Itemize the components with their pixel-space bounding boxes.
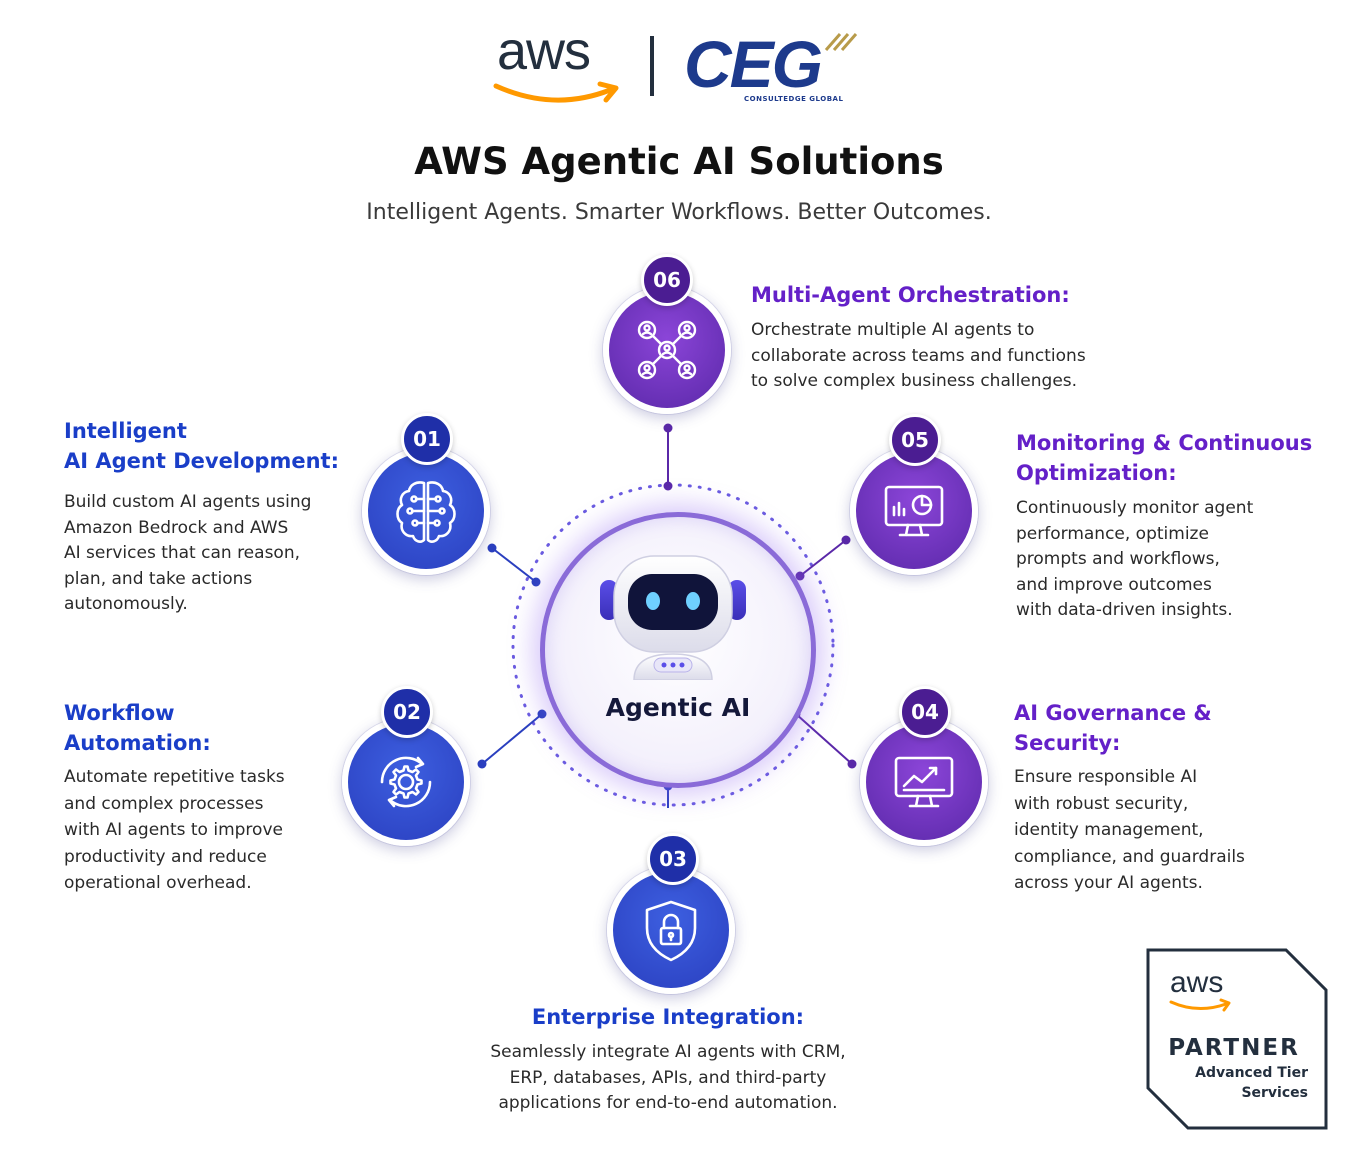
partner-tier-line1: Advanced Tier — [1195, 1065, 1308, 1081]
aws-logo: aws — [497, 21, 591, 81]
node-03-badge: 03 — [647, 833, 699, 885]
item-05-title-line1: Monitoring & Continuous — [1016, 431, 1313, 455]
dashboard-monitor-icon — [884, 485, 944, 537]
item-02-desc-line: operational overhead. — [64, 873, 252, 893]
item-05-desc-line: performance, optimize — [1016, 523, 1209, 544]
spokes — [481, 428, 853, 808]
item-02-desc-line: productivity and reduce — [64, 846, 267, 867]
page-title: AWS Agentic AI Solutions — [414, 140, 944, 183]
item-01-title-line1: Intelligent — [64, 419, 187, 443]
item-01-desc-line: Amazon Bedrock and AWS — [64, 517, 289, 538]
item-05-desc-line: Continuously monitor agent — [1016, 498, 1254, 518]
item-04-desc-line: with robust security, — [1014, 793, 1189, 814]
ceg-logo: CEG — [684, 27, 823, 101]
item-06-desc-line: to solve complex business challenges. — [751, 371, 1078, 391]
partner-aws-smile-icon — [1169, 998, 1231, 1012]
logo-divider — [650, 36, 654, 96]
item-03-title: Enterprise Integration: — [531, 1005, 805, 1029]
item-02-desc-line: and complex processes — [64, 793, 264, 814]
item-01-desc-line: plan, and take actions — [64, 568, 253, 589]
ceg-tagline: CONSULTEDGE GLOBAL — [744, 95, 844, 103]
node-04-badge: 04 — [899, 686, 951, 738]
node-03-circle — [607, 866, 735, 994]
partner-tier: Advanced Tier Services — [1150, 1063, 1308, 1103]
item-03-desc-line: applications for end-to-end automation. — [498, 1093, 838, 1113]
aws-smile-icon — [493, 81, 619, 103]
item-05-desc-line: prompts and workflows, — [1016, 549, 1220, 569]
partner-aws-logo: aws — [1170, 966, 1224, 999]
node-05-circle — [850, 447, 978, 575]
page-subtitle: Intelligent Agents. Smarter Workflows. B… — [366, 200, 992, 225]
item-05-desc-line: with data-driven insights. — [1016, 600, 1233, 620]
spoke-dots — [477, 423, 857, 791]
item-01-desc-line: Build custom AI agents using — [64, 492, 312, 512]
item-04-desc-line: across your AI agents. — [1014, 873, 1203, 893]
item-02-desc: Automate repetitive tasks and complex pr… — [64, 764, 285, 897]
item-06-desc-line: collaborate across teams and functions — [751, 345, 1086, 366]
monitor-chart-icon — [894, 756, 954, 808]
agent-network-icon — [637, 320, 697, 380]
node-02-badge: 02 — [381, 686, 433, 738]
item-01-text: Intelligent AI Agent Development: Build … — [64, 416, 339, 618]
item-02-title-line2: Automation: — [64, 731, 211, 755]
shield-lock-icon — [645, 900, 697, 962]
hub-label: Agentic AI — [605, 693, 751, 722]
item-04-desc-line: identity management, — [1014, 820, 1204, 840]
item-04-title-line1: AI Governance & — [1014, 701, 1212, 725]
item-01-desc-line: autonomously. — [64, 594, 188, 614]
item-05-desc-line: and improve outcomes — [1016, 574, 1212, 595]
item-04-title-line2: Security: — [1014, 731, 1121, 755]
item-03-desc: Seamlessly integrate AI agents with CRM,… — [418, 1040, 918, 1117]
item-04-desc-line: Ensure responsible AI — [1014, 767, 1198, 787]
item-02-desc-line: Automate repetitive tasks — [64, 767, 285, 787]
robot-icon — [600, 555, 746, 680]
item-05-title-line2: Optimization: — [1016, 461, 1177, 485]
item-04-desc-line: compliance, and guardrails — [1014, 846, 1245, 867]
item-02-text: Workflow Automation: Automate repetitive… — [64, 698, 285, 897]
node-01-circle — [362, 447, 490, 575]
item-01-desc-line: AI services that can reason, — [64, 543, 300, 563]
item-06-desc-line: Orchestrate multiple AI agents to — [751, 320, 1035, 340]
partner-tier-line2: Services — [1241, 1085, 1308, 1101]
item-06-title: Multi-Agent Orchestration: — [751, 283, 1070, 307]
item-06-desc: Orchestrate multiple AI agents to collab… — [751, 318, 1086, 395]
item-03-desc-line: ERP, databases, APIs, and third-party — [509, 1067, 827, 1088]
item-05-text: Monitoring & Continuous Optimization: Co… — [1016, 428, 1312, 624]
item-01-title-line2: AI Agent Development: — [64, 449, 339, 473]
node-06-badge: 06 — [641, 254, 693, 306]
ceg-stripes-icon — [824, 33, 858, 51]
gear-cycle-icon — [380, 756, 432, 808]
item-05-desc: Continuously monitor agent performance, … — [1016, 496, 1312, 624]
partner-badge-frame — [1146, 948, 1328, 1130]
hub-dotted-ring — [511, 483, 835, 807]
item-02-desc-line: with AI agents to improve — [64, 820, 283, 840]
item-04-desc: Ensure responsible AI with robust securi… — [1014, 764, 1245, 897]
item-02-title-line1: Workflow — [64, 701, 175, 725]
node-05-badge: 05 — [889, 414, 941, 466]
node-01-badge: 01 — [401, 413, 453, 465]
partner-label: PARTNER — [1168, 1035, 1300, 1061]
brain-circuit-icon — [396, 481, 456, 543]
item-01-desc: Build custom AI agents using Amazon Bedr… — [64, 490, 339, 618]
item-03-desc-line: Seamlessly integrate AI agents with CRM, — [490, 1042, 846, 1062]
item-04-text: AI Governance & Security: Ensure respons… — [1014, 698, 1245, 897]
